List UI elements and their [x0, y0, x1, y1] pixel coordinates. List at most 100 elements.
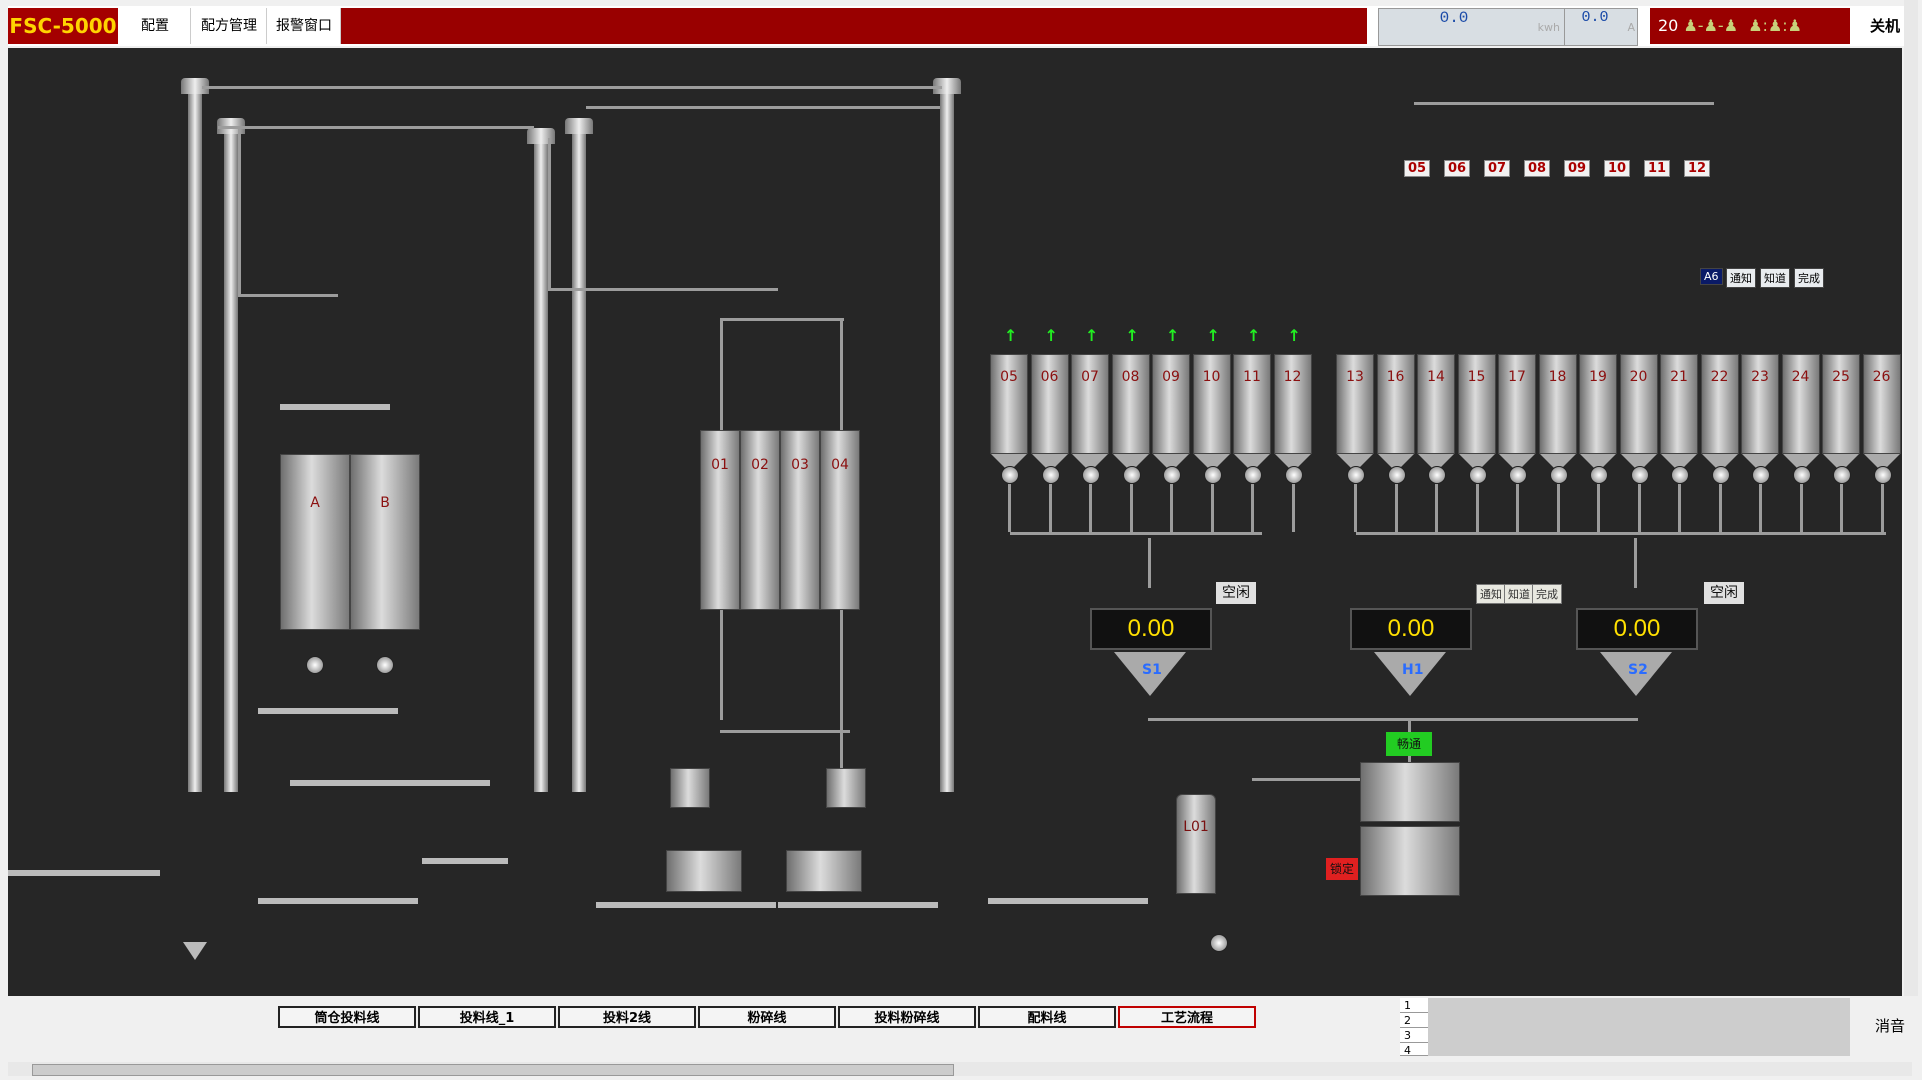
silo-22[interactable]: 22 [1700, 354, 1739, 454]
tab-feed-line-2[interactable]: 投料2线 [558, 1006, 696, 1028]
elevator-5[interactable] [940, 82, 954, 792]
silo-24[interactable]: 24 [1781, 354, 1820, 454]
hammer-mill-2-hopper[interactable] [826, 768, 866, 808]
silo-25-valve[interactable] [1833, 466, 1851, 484]
silo-04[interactable]: 04 [820, 430, 860, 610]
menu-config[interactable]: 配置 [120, 8, 191, 44]
silo-20-valve[interactable] [1630, 466, 1649, 484]
tab-feed-line-1[interactable]: 投料线_1 [418, 1006, 556, 1028]
alarm-row-4[interactable]: 4 [1400, 1043, 1428, 1057]
silo-25[interactable]: 25 [1822, 354, 1860, 454]
silo-13-valve[interactable] [1347, 466, 1365, 484]
silo-13[interactable]: 13 [1336, 354, 1374, 454]
distributor-tag-05[interactable]: 05 [1404, 160, 1431, 177]
mixer[interactable] [1360, 762, 1460, 822]
tab-grinding-line[interactable]: 粉碎线 [698, 1006, 836, 1028]
silo-26[interactable]: 26 [1862, 354, 1901, 454]
silo-11-valve[interactable] [1244, 466, 1262, 484]
silo-06[interactable]: 06 [1030, 354, 1069, 454]
a6-done-button[interactable]: 完成 [1794, 268, 1824, 288]
valve-b[interactable] [376, 656, 394, 674]
lock-indicator[interactable]: 锁定 [1326, 858, 1358, 880]
tab-process-flow[interactable]: 工艺流程 [1118, 1006, 1256, 1028]
silo-15[interactable]: 15 [1457, 354, 1496, 454]
silo-21[interactable]: 21 [1660, 354, 1698, 454]
silo-16-valve[interactable] [1387, 466, 1406, 484]
silo-17[interactable]: 17 [1498, 354, 1536, 454]
silo-12[interactable]: 12 [1273, 354, 1312, 454]
scale-s1-hopper[interactable] [1114, 652, 1186, 696]
silo-18[interactable]: 18 [1538, 354, 1577, 454]
shutdown-button[interactable]: 关机 [1869, 17, 1900, 35]
horizontal-scroll-thumb[interactable] [32, 1064, 954, 1076]
h1-ack-button[interactable]: 知道 [1504, 584, 1534, 604]
silo-16[interactable]: 16 [1376, 354, 1415, 454]
distributor-tag-06[interactable]: 06 [1444, 160, 1471, 177]
silo-17-valve[interactable] [1509, 466, 1527, 484]
silo-14[interactable]: 14 [1417, 354, 1455, 454]
silo-07[interactable]: 07 [1071, 354, 1109, 454]
silo-08-valve[interactable] [1122, 466, 1141, 484]
vertical-scrollbar[interactable] [1904, 0, 1918, 996]
horizontal-scrollbar[interactable] [8, 1062, 1912, 1076]
surge-bin[interactable] [1360, 826, 1460, 896]
silo-02[interactable]: 02 [740, 430, 780, 610]
silo-26-valve[interactable] [1873, 466, 1892, 484]
silo-08[interactable]: 08 [1111, 354, 1150, 454]
elevator-3[interactable] [534, 132, 548, 792]
tab-batching-line[interactable]: 配料线 [978, 1006, 1116, 1028]
menu-alarm-window[interactable]: 报警窗口 [268, 8, 341, 44]
silo-07-valve[interactable] [1082, 466, 1100, 484]
silo-19-valve[interactable] [1590, 466, 1608, 484]
scale-h1-hopper[interactable] [1374, 652, 1446, 696]
elevator-1[interactable] [188, 82, 202, 792]
a6-ack-button[interactable]: 知道 [1760, 268, 1790, 288]
distributor-tag-11[interactable]: 11 [1644, 160, 1671, 177]
silo-05-valve[interactable] [1001, 466, 1019, 484]
distributor-tag-12[interactable]: 12 [1684, 160, 1711, 177]
distributor-tag-08[interactable]: 08 [1524, 160, 1551, 177]
hammer-mill-1-hopper[interactable] [670, 768, 710, 808]
elevator-2[interactable] [224, 122, 238, 792]
silo-01[interactable]: 01 [700, 430, 740, 610]
silo-20[interactable]: 20 [1619, 354, 1658, 454]
elevator-4[interactable] [572, 122, 586, 792]
silo-24-valve[interactable] [1792, 466, 1811, 484]
distributor-tag-09[interactable]: 09 [1564, 160, 1591, 177]
alarm-row-1[interactable]: 1 [1400, 998, 1428, 1013]
silo-09[interactable]: 09 [1152, 354, 1190, 454]
silo-06-valve[interactable] [1041, 466, 1060, 484]
silo-11[interactable]: 11 [1233, 354, 1271, 454]
storage-bin-b[interactable]: B [350, 454, 420, 630]
distributor-tag-10[interactable]: 10 [1604, 160, 1631, 177]
silo-03[interactable]: 03 [780, 430, 820, 610]
menu-recipe[interactable]: 配方管理 [192, 8, 267, 44]
silo-22-valve[interactable] [1711, 466, 1730, 484]
silo-23[interactable]: 23 [1741, 354, 1779, 454]
hammer-mill-2[interactable] [786, 850, 862, 892]
silo-15-valve[interactable] [1468, 466, 1487, 484]
silo-12-valve[interactable] [1284, 466, 1303, 484]
tab-feed-grinding-line[interactable]: 投料粉碎线 [838, 1006, 976, 1028]
silo-21-valve[interactable] [1671, 466, 1689, 484]
scale-s2-hopper[interactable] [1600, 652, 1672, 696]
silo-10-valve[interactable] [1203, 466, 1222, 484]
tab-silo-feed-line[interactable]: 筒仓投料线 [278, 1006, 416, 1028]
silo-09-valve[interactable] [1163, 466, 1181, 484]
liquid-pump[interactable] [1210, 934, 1228, 952]
storage-bin-a[interactable]: A [280, 454, 350, 630]
alarm-list[interactable]: 1 2 3 4 [1400, 998, 1850, 1057]
distributor-tag-07[interactable]: 07 [1484, 160, 1511, 177]
valve-a[interactable] [306, 656, 324, 674]
silo-05[interactable]: 05 [990, 354, 1028, 454]
liquid-tank-l01[interactable]: L01 [1176, 794, 1216, 894]
h1-notify-button[interactable]: 通知 [1476, 584, 1506, 604]
a6-notify-button[interactable]: 通知 [1726, 268, 1756, 288]
mute-button[interactable]: 消音 [1874, 1017, 1905, 1035]
silo-19[interactable]: 19 [1579, 354, 1617, 454]
silo-10[interactable]: 10 [1192, 354, 1231, 454]
alarm-row-3[interactable]: 3 [1400, 1028, 1428, 1043]
h1-done-button[interactable]: 完成 [1532, 584, 1562, 604]
alarm-row-2[interactable]: 2 [1400, 1013, 1428, 1028]
silo-23-valve[interactable] [1752, 466, 1770, 484]
